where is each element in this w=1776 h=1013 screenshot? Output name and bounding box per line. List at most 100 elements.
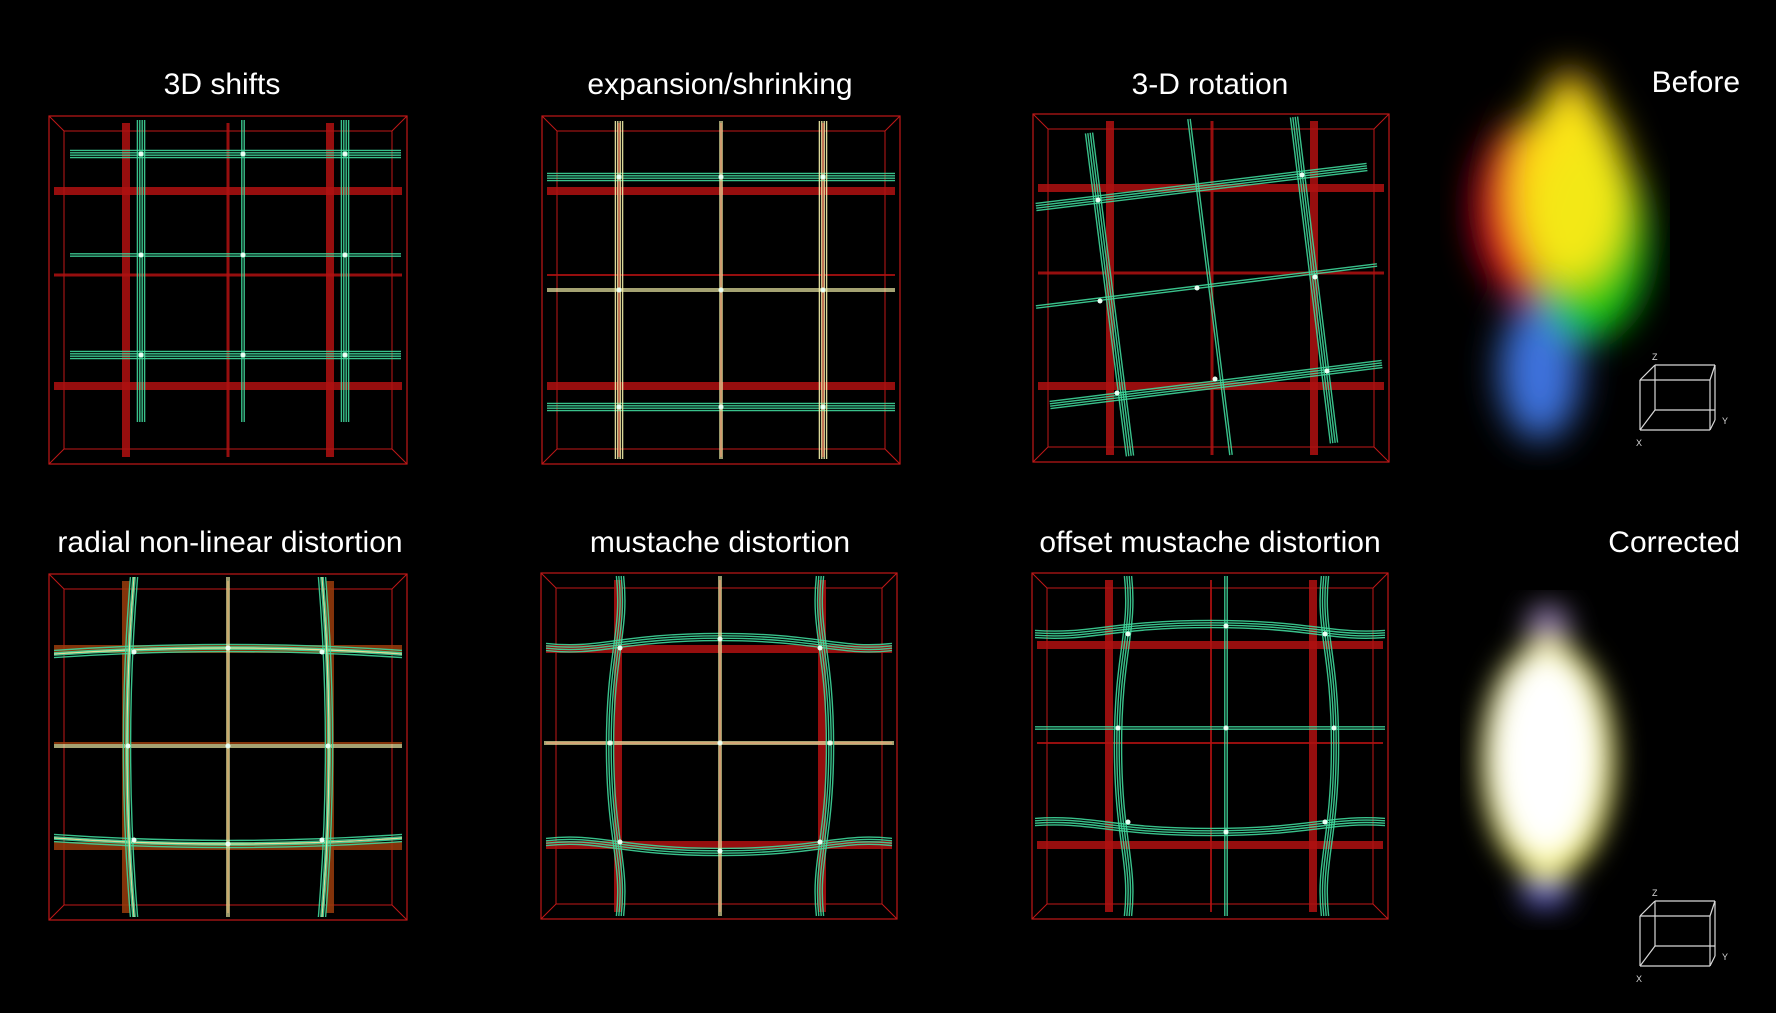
distorted-grid-line [1034, 819, 1386, 832]
bounding-box-edge [1373, 446, 1390, 463]
distorted-grid-line [1036, 167, 1368, 209]
distorted-grid-line [1187, 119, 1231, 456]
grid-node [138, 352, 144, 358]
bounding-box-outer [48, 573, 408, 921]
distorted-grid-line [53, 643, 403, 652]
axis-line [1709, 955, 1716, 967]
distorted-grid-line [1319, 575, 1333, 917]
axis-label-z: Z [1652, 888, 1658, 898]
distorted-grid-line [1324, 575, 1337, 917]
grid-node [1114, 390, 1120, 396]
grid-node [718, 287, 724, 293]
distorted-grid-line [1289, 117, 1332, 444]
distorted-grid-line [1034, 824, 1386, 837]
reference-grid-line [54, 742, 402, 744]
axis-line [1709, 900, 1716, 917]
panel-mustache-distortion [540, 572, 898, 920]
distorted-grid-line [1035, 162, 1367, 205]
distorted-grid-line [1189, 118, 1233, 455]
grid-node [1223, 829, 1229, 835]
grid-node [1125, 631, 1131, 637]
bounding-box-edge [541, 448, 558, 465]
grid-node [1322, 819, 1328, 825]
bounding-box-edge [1032, 113, 1049, 130]
distorted-grid-line [53, 833, 403, 842]
grid-node [616, 174, 622, 180]
bounding-box-edge [540, 572, 557, 589]
bounding-box-edge [541, 115, 558, 132]
reference-grid-line [54, 382, 402, 390]
grid-node [225, 841, 231, 847]
bounding-box-edge [48, 573, 65, 590]
axis-line [1709, 364, 1716, 381]
panel-title-mustache: mustache distortion [589, 526, 851, 559]
distorted-grid-line [816, 575, 830, 917]
grid-node [325, 743, 331, 749]
reference-grid-line [1038, 271, 1384, 275]
bounding-box-edge [884, 448, 901, 465]
bounding-box-edge [1372, 903, 1389, 920]
distorted-grid-line [1034, 816, 1386, 830]
bounding-box-edge [48, 904, 65, 921]
grid-node [1095, 197, 1101, 203]
distorted-grid-line [608, 575, 621, 917]
grid-node [240, 252, 246, 258]
axis-label-x: X [1636, 438, 1642, 448]
grid-node [1324, 368, 1330, 374]
panel-title-radial: radial non-linear distortion [57, 526, 403, 559]
distorted-grid-line [1089, 132, 1132, 456]
reference-grid-line [614, 580, 622, 912]
distorted-grid-line [1120, 575, 1134, 917]
axis-line [1709, 419, 1716, 431]
bounding-box-outer [1031, 572, 1389, 920]
reference-grid-line [1037, 841, 1383, 849]
panel-title-expansion: expansion/shrinking [587, 68, 853, 101]
axis-label-z: Z [1652, 352, 1658, 362]
bounding-box-edge [1031, 572, 1048, 589]
grid-node [1212, 376, 1218, 382]
bounding-box-edge [48, 115, 65, 132]
distorted-grid-line [1034, 821, 1386, 834]
panel-title-rotation: 3-D rotation [1131, 68, 1289, 101]
grid-node [717, 636, 723, 642]
reference-grid-line [547, 274, 895, 276]
reference-grid-line [719, 580, 721, 912]
bounding-box-edge [884, 115, 901, 132]
axis-line [1639, 900, 1656, 917]
distorted-grid-line [53, 840, 403, 849]
bead-corrected-image [1482, 604, 1614, 908]
reference-grid-line [818, 580, 826, 912]
distorted-grid-line [1091, 132, 1135, 456]
distorted-grid-line [1292, 117, 1334, 444]
bounding-box-edge [1031, 903, 1048, 920]
distorted-grid-line [1113, 575, 1127, 917]
distorted-grid-line [1036, 265, 1378, 309]
grid-node [131, 649, 137, 655]
grid-node [820, 174, 826, 180]
grid-node [817, 839, 823, 845]
distorted-grid-line [1034, 622, 1386, 635]
grid-node [718, 404, 724, 410]
reference-grid-line [1038, 184, 1384, 192]
grid-node [616, 404, 622, 410]
grid-node [607, 740, 613, 746]
reference-grid-line [547, 187, 895, 195]
distorted-grid-line [1118, 575, 1132, 917]
bead-before-image [1475, 70, 1648, 440]
distorted-grid-line [1296, 116, 1339, 443]
reference-grid-line [1309, 580, 1317, 912]
grid-node [1312, 274, 1318, 280]
bounding-box-outer [48, 115, 408, 465]
panel-title-offset: offset mustache distortion [1039, 526, 1381, 559]
panel-offset-mustache-distortion [1031, 572, 1389, 920]
grid-node [820, 404, 826, 410]
axes-orientation-icon: ZYX [1636, 888, 1728, 984]
distorted-grid-line [821, 575, 835, 917]
bounding-box-edge [540, 903, 557, 920]
grid-node [617, 645, 623, 651]
grid-node [1097, 298, 1103, 304]
before-label: Before [1651, 66, 1740, 99]
distorted-grid-line [1034, 624, 1386, 637]
grid-node [240, 352, 246, 358]
panel-radial-distortion [48, 573, 408, 921]
